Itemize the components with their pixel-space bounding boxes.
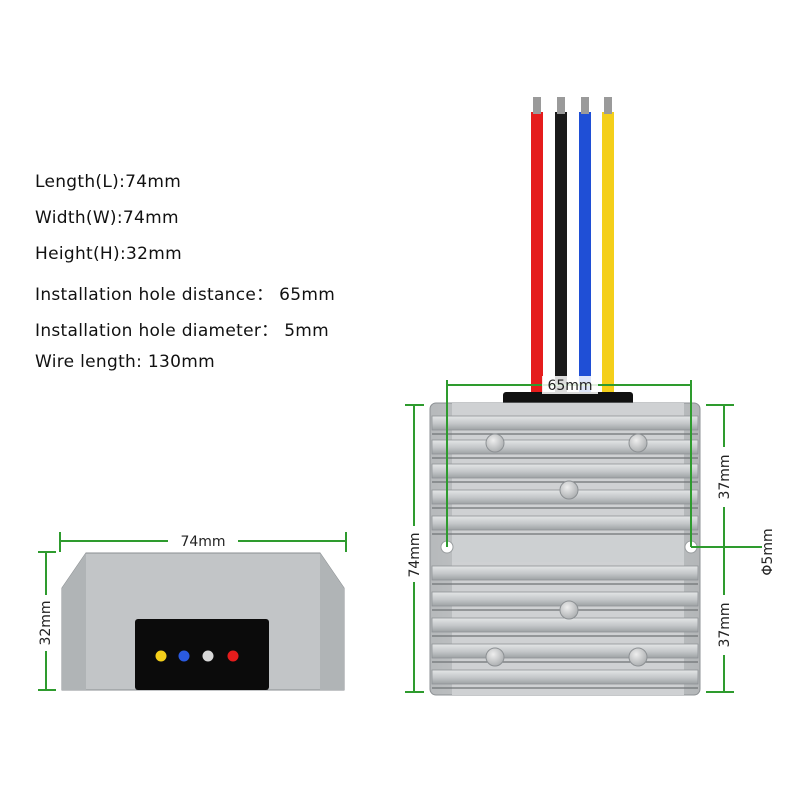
wire-blue: [579, 112, 591, 402]
screw-head: [628, 647, 648, 667]
screw-head: [559, 480, 579, 500]
spec-length: Length(L):74mm: [35, 172, 182, 192]
side-width-label: 74mm: [180, 534, 225, 550]
wire-black: [555, 112, 567, 402]
led-white: [202, 650, 214, 662]
upper-half-label: 37mm: [717, 454, 733, 499]
connector-panel: [135, 619, 269, 690]
cooling-fin: [431, 669, 699, 685]
top-view: [429, 402, 701, 696]
cooling-fin: [431, 415, 699, 431]
spec-wire-length: Wire length: 130mm: [35, 352, 215, 372]
led-yellow: [155, 650, 167, 662]
cooling-fin: [431, 515, 699, 531]
side-view-right-bevel: [320, 553, 344, 690]
cooling-fin: [431, 643, 699, 659]
hole-distance-label: 65mm: [547, 378, 592, 394]
screw-head: [628, 433, 648, 453]
led-red: [227, 650, 239, 662]
lower-half-label: 37mm: [717, 602, 733, 647]
hole-diameter-label: Φ5mm: [760, 528, 776, 575]
cooling-fin: [431, 439, 699, 455]
screw-head: [559, 600, 579, 620]
screw-head: [485, 647, 505, 667]
side-view-left-bevel: [62, 553, 86, 690]
spec-hole-distance: Installation hole distance： 65mm: [35, 285, 336, 305]
side-view: [61, 552, 345, 691]
wire-bundle: [503, 97, 633, 406]
cooling-fin: [431, 565, 699, 581]
spec-list: Length(L):74mm Width(W):74mm Height(H):3…: [35, 172, 335, 388]
spec-width: Width(W):74mm: [35, 208, 179, 228]
wire-yellow: [602, 112, 614, 402]
side-height-label: 32mm: [38, 600, 54, 645]
cooling-fin: [431, 617, 699, 633]
wire-red: [531, 112, 543, 402]
cooling-fin: [431, 463, 699, 479]
top-height-label: 74mm: [407, 532, 423, 577]
spec-hole-diameter: Installation hole diameter： 5mm: [35, 321, 330, 341]
screw-head: [485, 433, 505, 453]
led-blue: [178, 650, 190, 662]
spec-height: Height(H):32mm: [35, 244, 182, 264]
center-band: [452, 536, 684, 562]
